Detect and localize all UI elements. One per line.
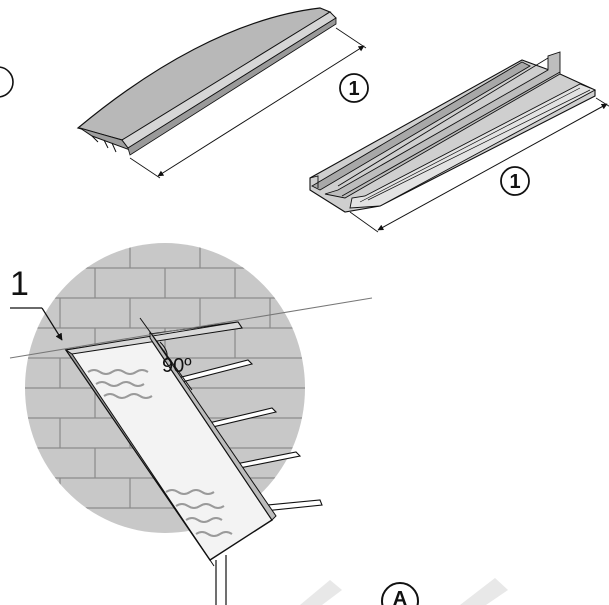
callout-label-top: 1 [348, 78, 359, 100]
base-profile-dimension [349, 97, 609, 233]
alignment-line-short [139, 317, 193, 391]
watermark-shapes [300, 578, 508, 605]
partial-callout-circle [0, 66, 14, 98]
cap-profile [76, 7, 337, 156]
cap-profile-dimension [129, 27, 367, 179]
roof-assembly [9, 297, 373, 605]
assembly-label: A [393, 588, 407, 605]
support-post [215, 555, 227, 605]
callout-circle-bottom [500, 166, 530, 196]
assembly-callout [381, 582, 419, 605]
angle-label: 90º [162, 355, 192, 377]
side-callout-arrow [41, 307, 63, 341]
side-callout-number: 1 [10, 265, 29, 303]
alignment-line-long [9, 297, 373, 359]
callout-circle-top [339, 73, 369, 103]
right-angle-arc [159, 341, 168, 361]
sheet-pattern [87, 369, 233, 537]
callout-label-bottom: 1 [509, 171, 520, 193]
